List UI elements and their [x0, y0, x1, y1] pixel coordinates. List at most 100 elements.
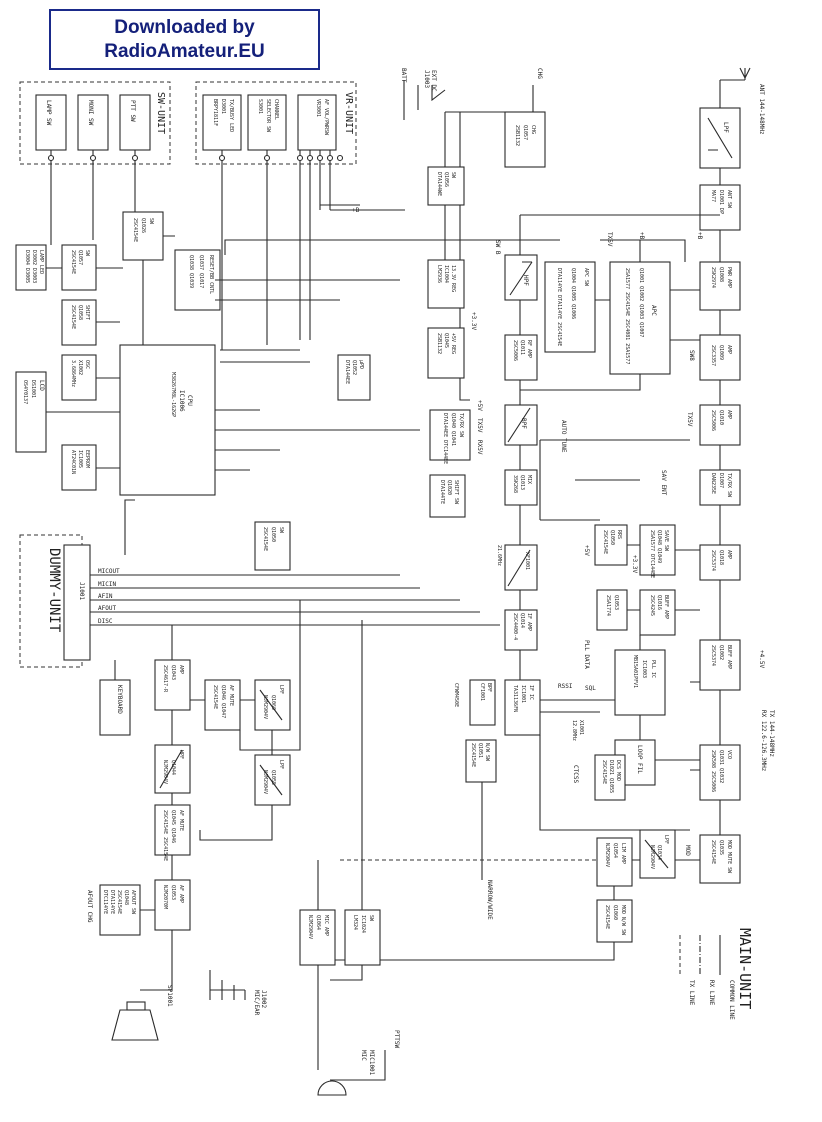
tx-freq-label: TX 144-148MHz [768, 710, 775, 757]
shift-part: 2SC4154E [70, 305, 76, 329]
lpf-q1055-block: LPF Q1055 NJM2904V [254, 754, 291, 806]
lpf-q1055-part: NJM2904V [262, 770, 268, 794]
save-sw-name: SAVE SW [663, 530, 669, 552]
lamp-led-name: LAMP LED [38, 250, 44, 274]
chg-ref: Q1057 [522, 125, 528, 140]
dcs-mod-name: DCS MOD [615, 760, 621, 781]
pll-ic-block: PLL IC IC1003 MB15A01PFV1 [614, 649, 666, 716]
banner-line-2: RadioAmateur.EU [104, 41, 265, 62]
pd-sw-block: μPD Q1052 DTA144EE [337, 354, 371, 401]
q1053-ref: Q1053 [613, 595, 619, 610]
txbusy-led-name: TX/BUSY LED [228, 99, 234, 132]
afout-sw-part1: 2SC4154E [116, 890, 122, 914]
banner-line-1: Downloaded by [114, 17, 255, 38]
plus5v-label-2: +5V [476, 400, 483, 411]
rx-freq-label: RX 122.6-126.3MHz [760, 710, 767, 772]
line-legend: TX LINE RX LINE COMMON LINE [679, 935, 735, 1020]
plus5v-label-1: +5V [583, 545, 590, 556]
cpu-name: CPU [186, 395, 193, 406]
pd-sw-ref: Q1052 [351, 360, 357, 375]
lpf-q1055-name: LPF [278, 760, 284, 769]
nw-sw-ref: Q1051 [477, 743, 483, 758]
nw-sw-block: N/W SW Q1051 2SC4154E [465, 739, 497, 783]
legend-rx: RX LINE [708, 980, 715, 1006]
ant-sw-name: ANT SW [726, 190, 732, 209]
if-ic-part: TA31136FN [512, 685, 518, 712]
mic-amp-part: NJM2904V [307, 915, 313, 939]
xf-block: XF1001 21.6MHz [496, 544, 538, 591]
tx-rx-sw-ref: Q1040 Q1041 [450, 413, 456, 446]
pll-ic-name: PLL IC [650, 660, 656, 678]
apc-ref: Q1001 Q1002 Q1003 Q1007 [638, 268, 644, 337]
plus-b-label-3: +B [696, 232, 703, 240]
channel-selector-block: CHANNEL SELECTOR SW S3001 [247, 94, 287, 151]
reset-ctrl-name: RESET/BB CNTL [208, 255, 214, 294]
buff-amp2-ref: Q1002 [718, 645, 724, 660]
ic-sw-ref: IC1024 [360, 915, 366, 933]
if-amp-block: IF AMP Q1014 2SC4400-4 [504, 609, 538, 651]
reg-ref: IC1004 [443, 265, 449, 283]
cpu-sw-name: SW [148, 218, 154, 225]
mic-amp-block: MIC AMP Q1064 NJM2904V [299, 909, 336, 966]
af-vol-name: AF VOL/PWRSW [323, 99, 329, 136]
shift-sw-part: DTA144TE [439, 480, 445, 504]
ant-sw-part: MA77 [710, 190, 716, 202]
bpf-block: BPF [504, 404, 538, 446]
cpu-aux-sw-block: SW Q1050 2SC4154E [254, 521, 291, 571]
sql-label: SQL [585, 685, 596, 692]
af-mute1-name: AF MUTE [228, 685, 234, 706]
eeprom-ref: IC1005 [77, 450, 83, 468]
rssi-label: RSSI [558, 683, 573, 690]
vco-part: 2SK508 2SC5006 [710, 750, 716, 792]
lamp-switch: LAMP SW [35, 94, 67, 151]
shift-sw-name: SHIFT SW [453, 480, 459, 505]
legend-common: COMMON LINE [728, 980, 735, 1020]
buff-amp2-part: 2SC5374 [710, 645, 716, 666]
sw-q1057-ref: Q1057 [77, 250, 83, 265]
af-mute2-part: 2SC4154E 2SC4154E [162, 810, 168, 861]
amp-q1018-part: 2SC5374 [710, 550, 716, 571]
legend-tx: TX LINE [688, 980, 695, 1006]
pd-sw-part: DTA144EE [344, 360, 350, 384]
narrow-wide-label: NARROW/WIDE [486, 880, 493, 920]
apc-sw-name: APC SW [583, 268, 589, 287]
sw-q1057-block: SW Q1057 2SC4154E [61, 244, 97, 291]
ant-sw-block: ANT SW D1001 DP MA77 [699, 184, 741, 231]
af-amp-q1043-ref: Q1043 [170, 665, 176, 680]
pll-ic-part: MB15A01PFV1 [632, 655, 638, 688]
hpf-name: HPF [522, 275, 529, 286]
shift-name: SHIFT [84, 305, 90, 320]
amp1-ref: Q1009 [718, 345, 724, 360]
afout-sw-ref: Q1048 [123, 890, 129, 905]
af-amp-q1053-block: AF AMP Q1053 NJM2070M [154, 879, 191, 931]
tx5v-label-1: TX5V [686, 412, 693, 427]
sw-unit-label: SW-UNIT [155, 92, 166, 134]
tx-rx-sw-block: TX/RX SW Q1040 Q1041 DTA144EE DTC144EE [429, 409, 471, 464]
tx5v-label-3: TX5V [476, 418, 483, 433]
eeprom-part: AT24C01N [70, 450, 76, 474]
cf-name: BPF [486, 683, 492, 692]
channel-selector-ref: S3001 [257, 99, 263, 114]
buff-amp2-name: BUFF AMP [726, 645, 732, 669]
amp2-name: AMP [726, 410, 732, 419]
disc-label: DISC [98, 618, 113, 625]
mod-nw-sw-ref: Q1060 [612, 905, 618, 920]
save-sw-ref: Q1048 Q1049 [656, 530, 662, 563]
txbusy-led-block: TX/BUSY LED D3001 BRPY1811F [202, 94, 242, 151]
lpf-q1034-block: LPF Q1034 NJM2904V [639, 829, 676, 879]
chg-part: 2SB1132 [514, 125, 520, 146]
vco-ref: Q1031 Q1032 [718, 750, 724, 783]
save-sw-block: SAVE SW Q1048 Q1049 2SA1577 DTC144EE [639, 524, 676, 578]
txrx-sw-d1007-block: TX/RX SW D1007 DAN235E [699, 469, 741, 506]
buff-amp1-block: BUFF AMP Q1016 2SC4245 [639, 589, 676, 636]
mod-mute-block: MOD MUTE SW Q1035 2SC4154E [699, 834, 741, 884]
lpf-ant-name: LPF [722, 122, 729, 133]
mix-ref: Q1013 [519, 475, 525, 490]
txrx-sw-d1007-part: DAN235E [710, 473, 716, 494]
if-amp-part: 2SC4400-4 [512, 613, 518, 640]
power-wiring [403, 80, 534, 401]
ic-sw-name: SW [368, 915, 374, 922]
lamp-switch-label: LAMP SW [45, 100, 52, 126]
mod-nw-sw-block: MOD N/W SW Q1060 2SC4154E [596, 899, 633, 943]
